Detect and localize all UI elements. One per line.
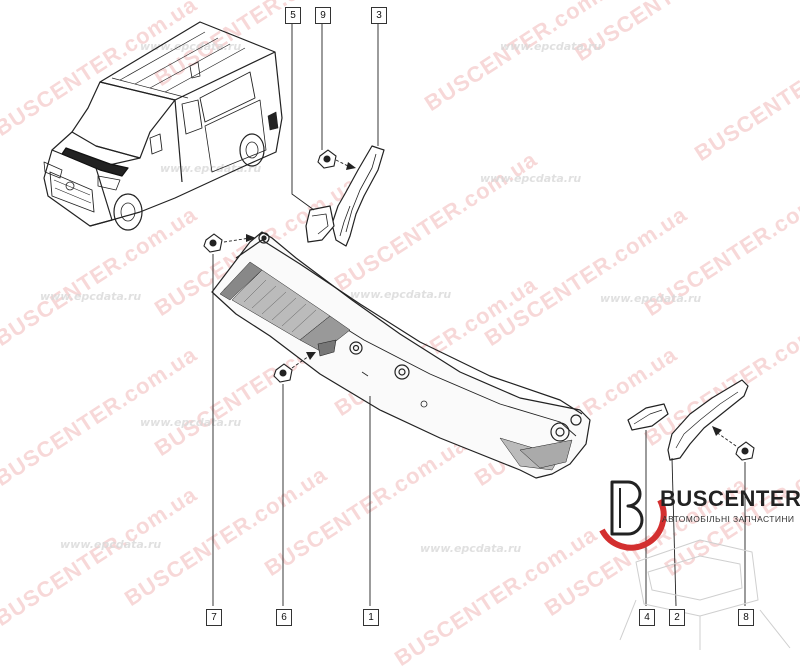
watermark-site: www.epcdata.ru (480, 172, 582, 185)
callout-6[interactable]: 6 (276, 609, 292, 626)
cowl-panel (211, 231, 591, 479)
brand-name: BUSCENTER (660, 486, 800, 511)
callout-7[interactable]: 7 (206, 609, 222, 626)
watermark-site: www.epcdata.ru (420, 542, 522, 555)
callout-9[interactable]: 9 (315, 7, 331, 24)
nut-6 (273, 363, 293, 383)
nut-7 (203, 233, 223, 253)
nut-9 (317, 149, 337, 169)
leader-lines (212, 24, 746, 607)
callout-5[interactable]: 5 (285, 7, 301, 24)
buscenter-logo (599, 480, 791, 650)
nut-8 (735, 441, 755, 461)
brand-subtitle: АВТОМОБІЛЬНІ ЗАПЧАСТИНИ (662, 514, 795, 524)
right-end-seal (667, 379, 749, 461)
watermark-site: www.epcdata.ru (60, 538, 162, 551)
watermark-site: www.epcdata.ru (160, 162, 262, 175)
watermark-site: www.epcdata.ru (140, 416, 242, 429)
callout-1[interactable]: 1 (363, 609, 379, 626)
callout-2[interactable]: 2 (669, 609, 685, 626)
callout-4[interactable]: 4 (639, 609, 655, 626)
van-illustration (43, 21, 283, 231)
watermark-site: www.epcdata.ru (350, 288, 452, 301)
right-clip (627, 403, 669, 431)
watermark-site: www.epcdata.ru (40, 290, 142, 303)
left-clip (305, 205, 335, 243)
callout-8[interactable]: 8 (738, 609, 754, 626)
left-end-seal (331, 145, 385, 247)
callout-3[interactable]: 3 (371, 7, 387, 24)
watermark-site: www.epcdata.ru (500, 40, 602, 53)
watermark-site: www.epcdata.ru (600, 292, 702, 305)
diagram-drawing (43, 21, 791, 650)
